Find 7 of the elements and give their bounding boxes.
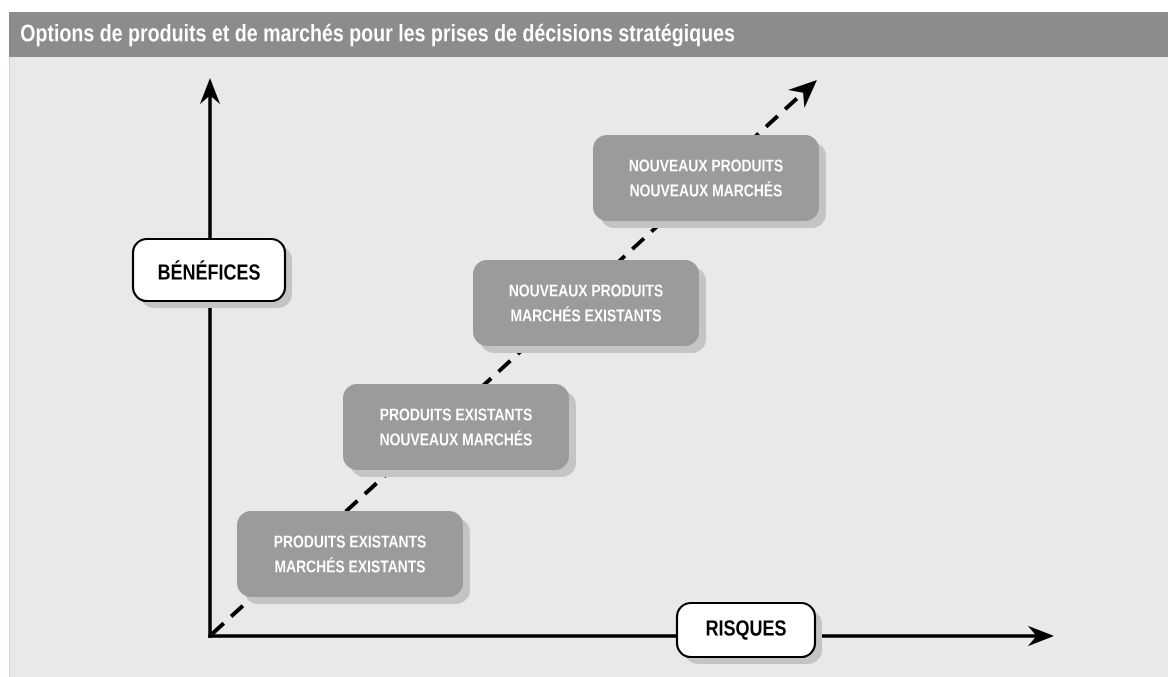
- option-box: PRODUITS EXISTANTS MARCHÉS EXISTANTS: [237, 511, 470, 604]
- axis-label-box: RISQUES: [675, 601, 822, 664]
- option-box: PRODUITS EXISTANTS NOUVEAUX MARCHÉS: [343, 384, 576, 477]
- axis-label-box: BÉNÉFICES: [131, 237, 292, 308]
- option-box: NOUVEAUX PRODUITS MARCHÉS EXISTANTS: [473, 260, 706, 353]
- option-box: NOUVEAUX PRODUITS NOUVEAUX MARCHÉS: [593, 135, 826, 228]
- title-band: Options de produits et de marchés pour les prises de décisions stratégiques: [9, 12, 1168, 57]
